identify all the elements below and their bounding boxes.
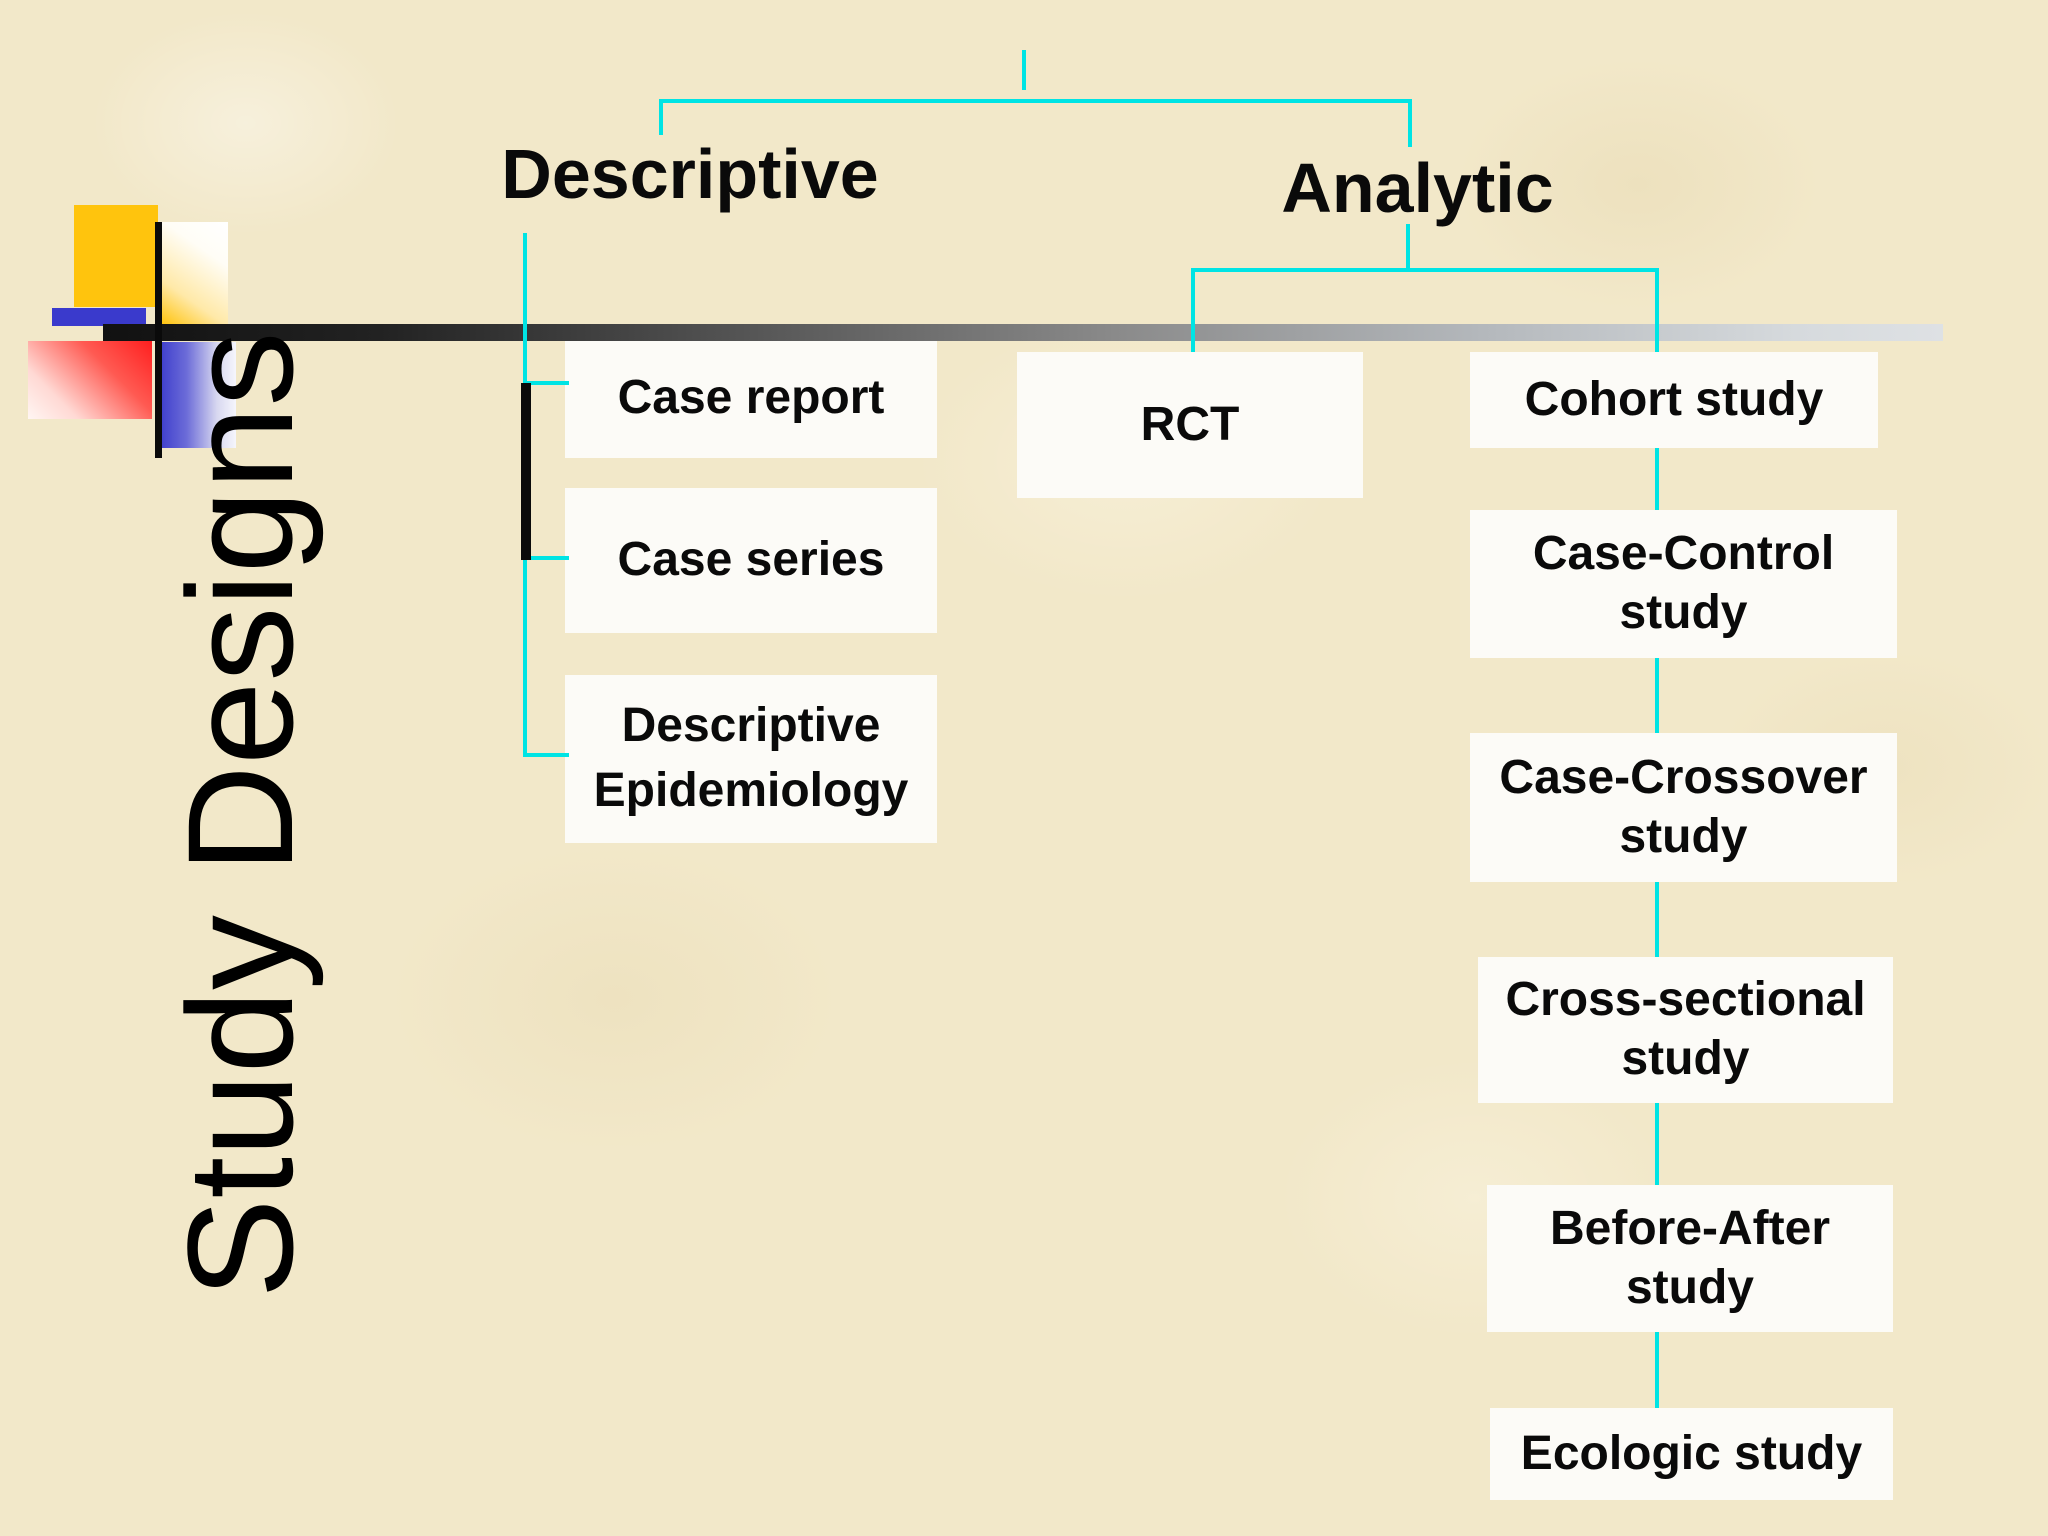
connector-beforeafter-ecologic <box>1655 1332 1659 1408</box>
connector-stub-case-report <box>523 381 569 385</box>
node-case-control-study: Case-Control study <box>1470 510 1897 658</box>
connector-drop-analytic <box>1408 99 1412 147</box>
node-label-line: study <box>1619 586 1748 639</box>
node-descriptive-epidemiology: Descriptive Epidemiology <box>565 675 937 843</box>
node-label-line: study <box>1621 1032 1750 1085</box>
connector-drop-cohort <box>1655 268 1659 352</box>
node-label-line: Before-After <box>1549 1201 1831 1255</box>
slide-title-vertical: Study Designs <box>156 331 324 1299</box>
connector-crosssectional-beforeafter <box>1655 1103 1659 1185</box>
horizontal-gradient-bar <box>103 324 1943 341</box>
node-label: Case series <box>617 533 885 587</box>
connector-drop-rct <box>1191 268 1195 352</box>
node-label-line: Case-Control <box>1532 527 1835 581</box>
heading-analytic: Analytic <box>1281 149 1554 227</box>
node-case-series: Case series <box>565 488 937 633</box>
decoration-black-vertical-line <box>155 222 162 458</box>
connector-top-horizontal <box>661 99 1412 103</box>
decoration-yellow-white-gradient-bar <box>162 222 228 325</box>
node-cohort-study: Cohort study <box>1470 352 1878 448</box>
connector-cohort-casecontrol <box>1655 448 1659 510</box>
decoration-blue-square <box>52 308 146 326</box>
node-case-report: Case report <box>565 339 937 458</box>
node-label: RCT <box>1140 397 1240 451</box>
node-case-crossover-study: Case-Crossover study <box>1470 733 1897 882</box>
node-label-line: Epidemiology <box>593 764 909 817</box>
connector-drop-descriptive <box>659 99 663 135</box>
node-label-line: study <box>1625 1260 1754 1314</box>
node-before-after-study: Before-After study <box>1487 1185 1893 1332</box>
connector-analytic-vertical <box>1406 224 1410 270</box>
connector-analytic-branch <box>1193 268 1659 272</box>
decoration-red-gradient-square <box>28 341 152 419</box>
connector-descriptive-elbow <box>523 753 569 757</box>
connector-root-tick <box>1022 50 1026 90</box>
node-label: Ecologic study <box>1520 1426 1863 1480</box>
node-cross-sectional-study: Cross-sectional study <box>1478 957 1893 1103</box>
decoration-yellow-square <box>74 205 158 307</box>
node-label: Cohort study <box>1524 372 1824 426</box>
node-label-line: study <box>1619 809 1748 863</box>
connector-black-bracket <box>521 383 531 560</box>
node-label: Case report <box>617 371 885 425</box>
connector-casecontrol-crossover <box>1655 658 1659 733</box>
node-label-line: Case-Crossover <box>1499 750 1868 804</box>
connector-stub-case-series <box>523 556 569 560</box>
heading-descriptive: Descriptive <box>501 135 879 213</box>
node-label-line: Cross-sectional <box>1505 973 1866 1027</box>
decoration-blue-gradient-bar <box>160 342 236 448</box>
node-rct: RCT <box>1017 352 1363 498</box>
node-ecologic-study: Ecologic study <box>1490 1408 1893 1500</box>
connector-crossover-crosssectional <box>1655 882 1659 957</box>
node-label-line: Descriptive <box>621 699 881 753</box>
